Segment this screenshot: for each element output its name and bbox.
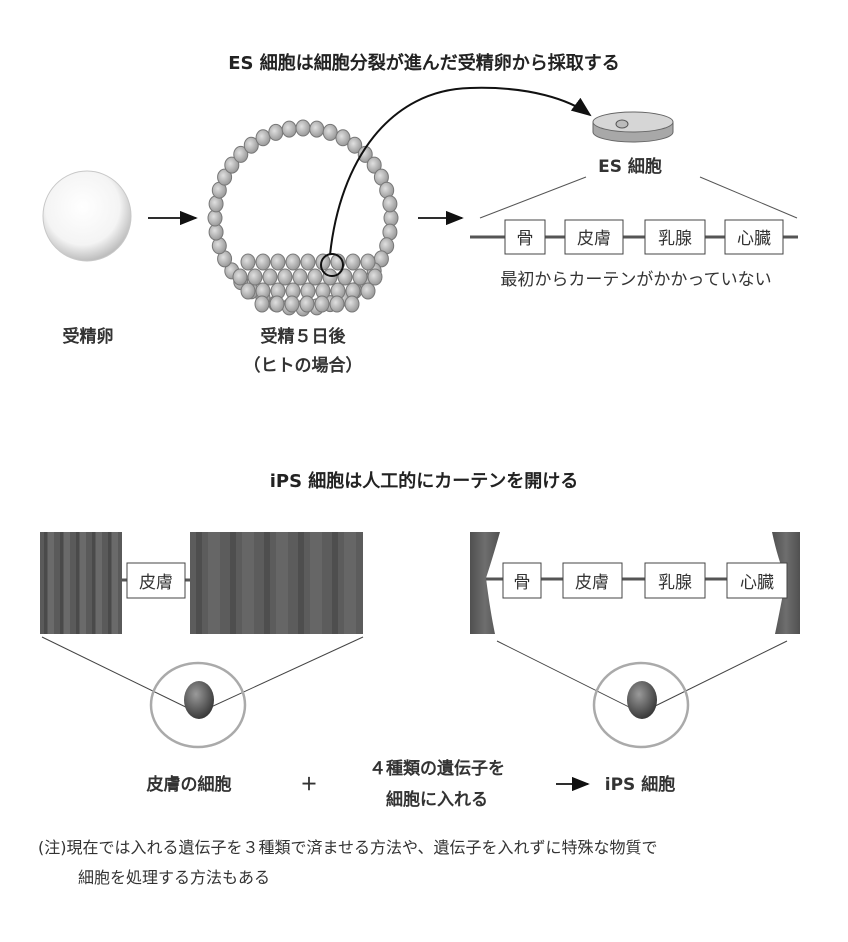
closed-organ-skin: 皮膚 [139,573,173,593]
trophoblast-cell [335,129,351,147]
inner-cell [247,268,263,286]
open-organ-skin: 皮膚 [575,573,609,593]
trophoblast-cell [322,123,338,141]
inner-cell [307,268,323,286]
trophoblast-cell [347,136,363,154]
inner-cell [262,268,278,286]
fertilized-egg-label: 受精卵 [63,326,114,347]
note-line2: 細胞を処理する方法もある [78,868,270,887]
fertilized-egg [42,170,132,262]
inner-cell-highlight [320,253,344,277]
inner-cell [360,282,376,300]
extraction-arrow [329,86,592,256]
open-organ-heart: 心臓 [740,573,774,593]
organ-heart: 心臓 [737,229,771,249]
trophoblast-cell [268,123,284,141]
open-organ-mammary: 乳腺 [658,573,692,593]
inner-cell [337,268,353,286]
ips-cell-nucleus [627,681,657,719]
inner-cell [240,253,256,271]
zoom-line-left [479,176,587,219]
inner-cell [240,282,256,300]
trophoblast-cell [382,195,398,213]
open-organ-bone: 骨 [514,573,531,593]
inner-cell [345,253,361,271]
skin-cell-label: 皮膚の細胞 [147,774,232,795]
trophoblast-cell [208,223,224,241]
ips-section-title: iPS 細胞は人工的にカーテンを開ける [270,470,579,492]
es-caption: 最初からカーテンがかかっていない [500,270,771,290]
trophoblast-cell [357,145,373,163]
inner-cell [344,295,360,313]
inner-cell [254,295,270,313]
skin-cell-outline [149,661,247,749]
inner-cell [322,268,338,286]
skin-cell-nucleus [184,681,214,719]
inner-cell [329,295,345,313]
genes-label-line1: ４種類の遺伝子を [369,758,505,779]
inner-cell [300,253,316,271]
organ-bone: 骨 [517,229,534,249]
inner-cell [277,268,293,286]
day5-label: 受精５日後 [261,326,347,347]
trophoblast-cell [224,156,240,174]
trophoblast-cell [309,120,325,138]
trophoblast-cell [255,129,271,147]
trophoblast-cell [207,209,223,227]
trophoblast-cell [295,119,311,137]
trophoblast-cell [281,120,297,138]
inner-cell [285,253,301,271]
trophoblast-cell [233,145,249,163]
inner-cell [299,295,315,313]
blastocyst [207,119,399,317]
inner-cell [360,253,376,271]
inner-cell [232,268,248,286]
es-section-title: ES 細胞は細胞分裂が進んだ受精卵から採取する [228,52,620,74]
trophoblast-cell [217,168,233,186]
es-organ-boxes: 骨 皮膚 乳腺 心臓 [504,219,784,255]
inner-cell [314,295,330,313]
organ-skin: 皮膚 [577,229,611,249]
trophoblast-cell [243,136,259,154]
trophoblast-cell [366,156,382,174]
closed-curtain: 皮膚 [40,532,363,634]
genes-label-line2: 細胞に入れる [386,789,488,810]
es-cell-label: ES 細胞 [598,156,662,177]
inner-cell [315,253,331,271]
ips-cell-outline [592,661,690,749]
plus-sign: ＋ [301,775,318,795]
inner-cell [367,268,383,286]
inner-cell [270,253,286,271]
inner-cell [352,268,368,286]
note-line1: (注)現在では入れる遺伝子を３種類で済ませる方法や、遺伝子を入れずに特殊な物質で [38,838,658,857]
ips-cell-label: iPS 細胞 [605,774,675,795]
inner-cell [284,295,300,313]
zoom-line-right [699,176,798,219]
open-curtain: 骨 皮膚 乳腺 心臓 [470,532,800,634]
trophoblast-cell [383,209,399,227]
inner-cell [292,268,308,286]
inner-cell [269,295,285,313]
organ-mammary: 乳腺 [658,229,692,249]
inner-cell [255,253,271,271]
human-case-label: （ヒトの場合） [244,355,363,376]
petri-dish-icon [592,111,674,143]
